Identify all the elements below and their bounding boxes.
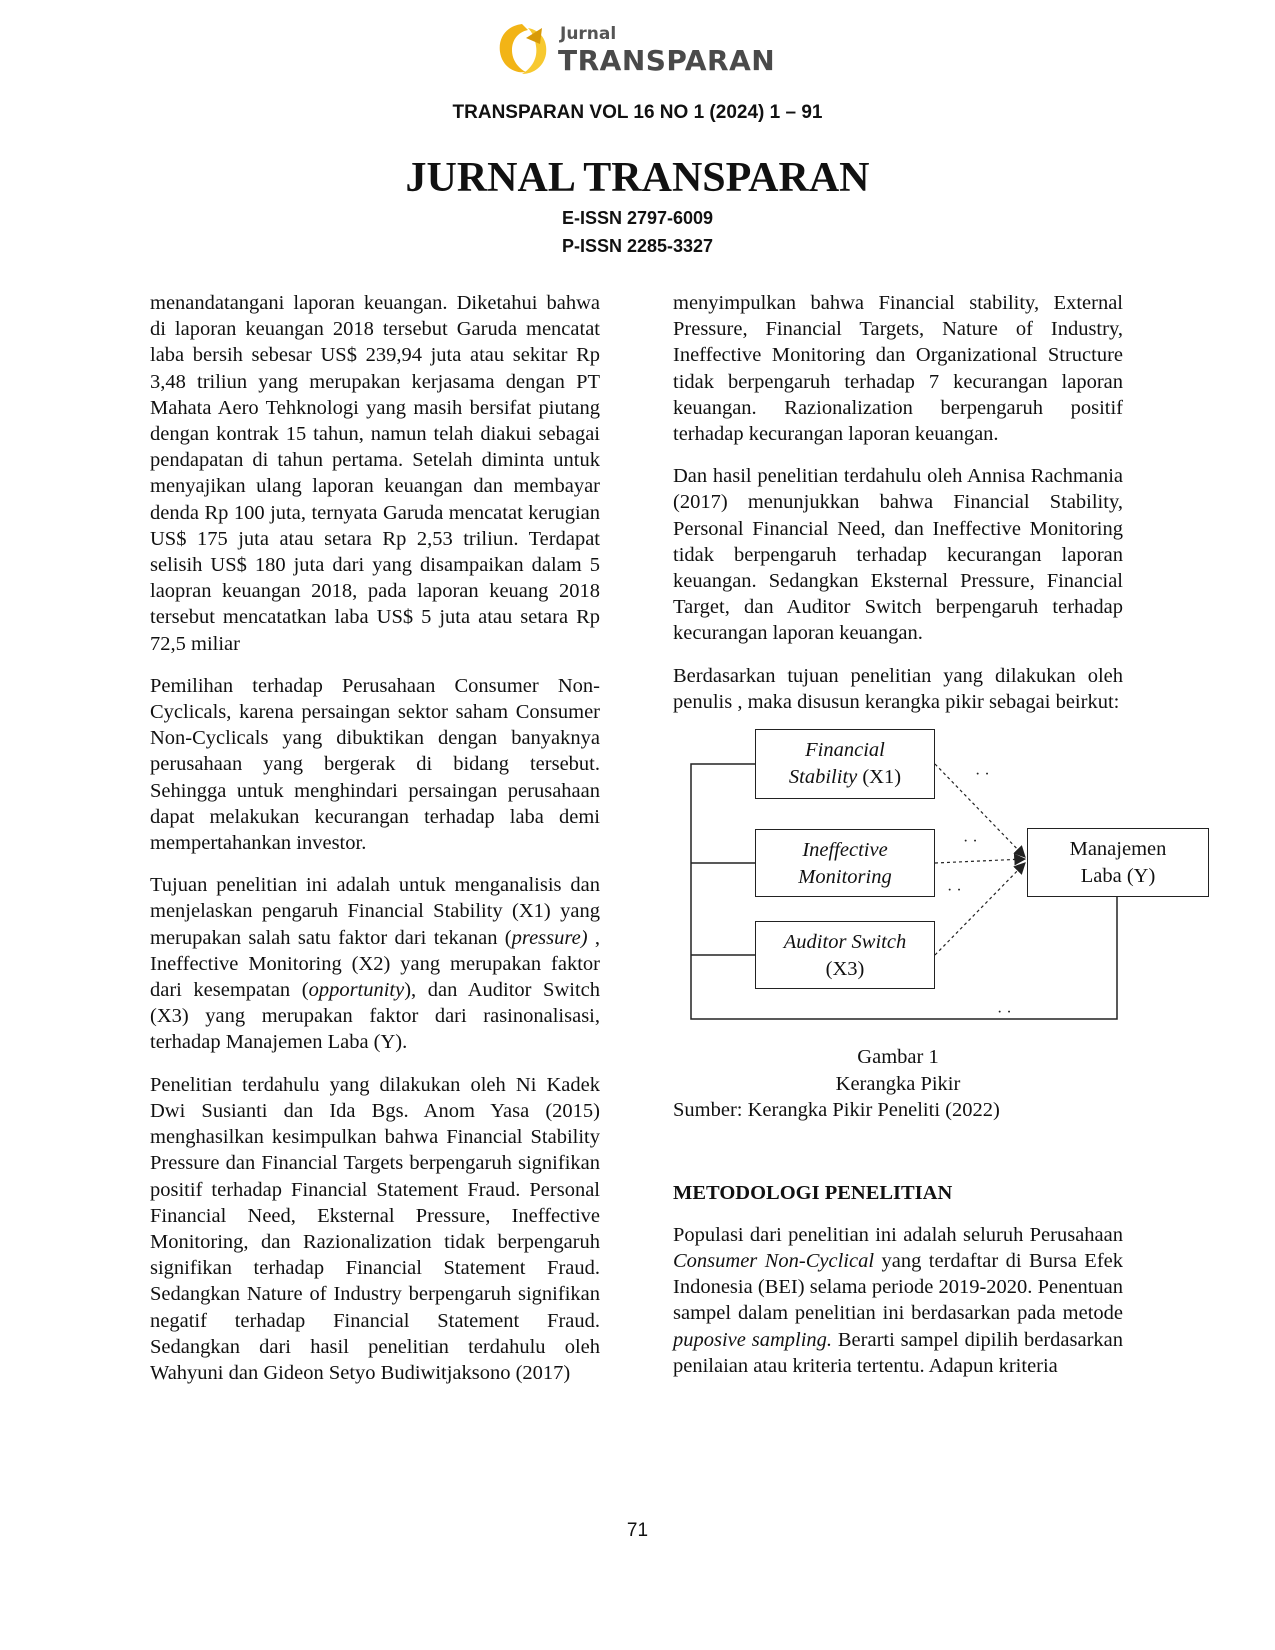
- box-ineffective-monitoring: Ineffective Monitoring: [755, 829, 935, 898]
- figure-caption: Gambar 1 Kerangka Pikir Sumber: Kerangka…: [673, 1044, 1123, 1124]
- framework-diagram: · · · · · · · · Financial Stability (X1)…: [687, 729, 1232, 1034]
- text-run: , Ineffective Monitoring (X2) yang merup…: [150, 926, 600, 1002]
- pissn: P-ISSN 2285-3327: [561, 236, 714, 256]
- left-paragraph-2: Pemilihan terhadap Perusahaan Consumer N…: [150, 674, 600, 855]
- text-run-italic: puposive sampling.: [673, 1328, 833, 1351]
- diagram-connectors: · · · · · · · ·: [690, 763, 1118, 1021]
- box-financial-stability: Financial Stability (X1): [755, 729, 935, 800]
- right-paragraph-4: Populasi dari penelitian ini adalah selu…: [673, 1222, 1123, 1379]
- left-column: menandatangani laporan keuangan. Diketah…: [150, 290, 600, 1386]
- svg-text:· ·: · ·: [963, 833, 978, 850]
- text-run-italic: Consumer Non-Cyclical: [673, 1249, 875, 1272]
- svg-text:· ·: · ·: [997, 1004, 1012, 1021]
- journal-logo: Jurnal TRANSPARAN: [492, 18, 775, 78]
- caption-figure-number: Gambar 1: [857, 1046, 939, 1069]
- text-run: Tujuan penelitian ini adalah untuk menga…: [150, 874, 600, 949]
- eissn: E-ISSN 2797-6009: [561, 208, 714, 228]
- caption-figure-title: Kerangka Pikir: [835, 1072, 961, 1095]
- bracket-line: [690, 763, 1118, 1020]
- right-paragraph-2: Dan hasil penelitian terdahulu oleh Anni…: [673, 465, 1123, 645]
- box-label: Laba (Y): [1080, 865, 1156, 888]
- arrow-x2-y: [934, 853, 1027, 866]
- text-run-italic: opportunity: [308, 979, 405, 1002]
- text-run: Populasi dari penelitian ini adalah selu…: [673, 1223, 1123, 1246]
- box-label: Ineffective: [802, 839, 888, 862]
- section-heading: METODOLOGI PENELITIAN: [673, 1181, 953, 1204]
- right-paragraph-1: menyimpulkan bahwa Financial stability, …: [673, 292, 1123, 446]
- volume-line: TRANSPARAN VOL 16 NO 1 (2024) 1 – 91: [452, 102, 823, 123]
- journal-title: JURNAL TRANSPARAN: [405, 155, 870, 201]
- box-label: Monitoring: [798, 866, 892, 889]
- svg-text:· ·: · ·: [975, 766, 990, 783]
- text-run: Berarti sampel dipilih berdasarkan penil…: [673, 1328, 1123, 1377]
- left-paragraph-1: menandatangani laporan keuangan. Diketah…: [150, 292, 600, 655]
- box-label: (X1): [857, 766, 902, 789]
- caption-figure-source: Sumber: Kerangka Pikir Peneliti (2022): [673, 1099, 1000, 1122]
- box-manajemen-laba: Manajemen Laba (Y): [1027, 828, 1209, 898]
- right-column: menyimpulkan bahwa Financial stability, …: [673, 290, 1209, 1379]
- logo-text-big: TRANSPARAN: [558, 44, 776, 77]
- right-paragraph-3: Berdasarkan tujuan penelitian yang dilak…: [673, 664, 1123, 713]
- left-paragraph-4: Penelitian terdahulu yang dilakukan oleh…: [150, 1073, 600, 1384]
- box-label: Stability: [788, 766, 858, 789]
- left-paragraph-3: Tujuan penelitian ini adalah untuk menga…: [150, 872, 600, 1055]
- arrow-x3-y: [934, 862, 1026, 956]
- text-run-italic: pressure): [511, 926, 588, 949]
- box-label-line2: Stability (X1): [756, 764, 934, 791]
- svg-text:· ·: · ·: [947, 882, 962, 899]
- box-label: Financial: [805, 739, 885, 762]
- text-run: yang terdaftar di Bursa Efek Indonesia (…: [673, 1249, 1123, 1325]
- box-label: Auditor Switch: [783, 931, 907, 954]
- logo-mark-icon: [499, 24, 547, 74]
- logo-text-small: Jurnal: [560, 24, 617, 44]
- box-auditor-switch: Auditor Switch (X3): [755, 921, 935, 990]
- box-label: (X3): [825, 958, 865, 981]
- page-number: 71: [626, 1520, 649, 1541]
- text-run: ), dan Auditor Switch (X3) yang merupaka…: [150, 979, 601, 1054]
- box-label: Manajemen: [1069, 838, 1167, 861]
